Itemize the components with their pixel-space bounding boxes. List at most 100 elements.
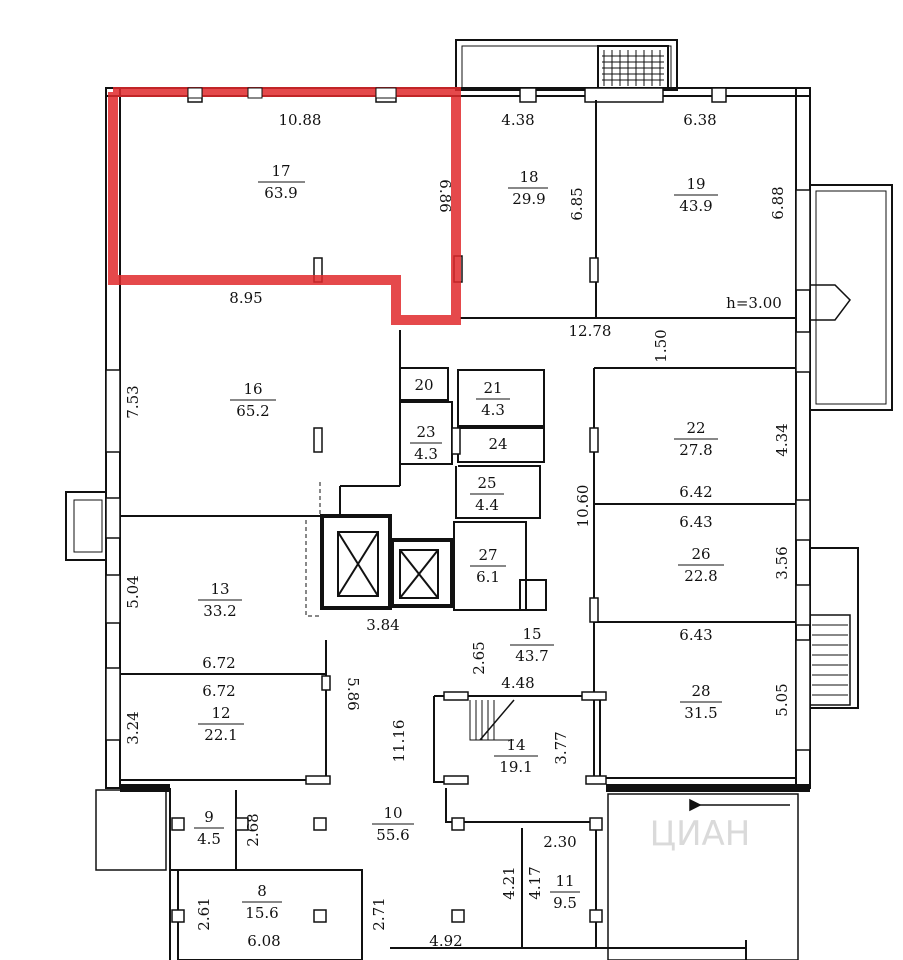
svg-text:29.9: 29.9: [512, 190, 545, 208]
svg-text:21: 21: [483, 379, 502, 397]
room-28-label: 28 31.5: [680, 682, 722, 722]
svg-text:12: 12: [211, 704, 230, 722]
svg-text:19: 19: [686, 175, 705, 193]
room-17-label: 17 63.9: [258, 162, 305, 202]
svg-text:4.3: 4.3: [481, 401, 505, 419]
svg-text:6.72: 6.72: [202, 682, 235, 700]
svg-text:4.17: 4.17: [526, 866, 544, 899]
north-balcony: [455, 39, 678, 91]
svg-text:27: 27: [478, 546, 497, 564]
dimension-labels-vertical: 6.86 6.85 6.88 1.50 7.53 4.34 10.60 3.56…: [124, 179, 791, 930]
svg-text:31.5: 31.5: [684, 704, 717, 722]
room-9-label: 94.5: [194, 808, 224, 848]
svg-text:12.78: 12.78: [569, 322, 612, 340]
room-21-label: 214.3: [476, 379, 510, 419]
svg-text:9.5: 9.5: [553, 894, 577, 912]
svg-text:6.43: 6.43: [679, 626, 712, 644]
svg-text:22: 22: [686, 419, 705, 437]
svg-text:23: 23: [416, 423, 435, 441]
east-balcony: [809, 184, 893, 411]
highlight-window-marks: [187, 87, 397, 99]
svg-text:20: 20: [414, 376, 433, 394]
svg-text:6.42: 6.42: [679, 483, 712, 501]
svg-text:6.1: 6.1: [476, 568, 500, 586]
room-24-label: 24: [488, 435, 507, 453]
svg-text:5.05: 5.05: [773, 683, 791, 716]
svg-text:15: 15: [522, 625, 541, 643]
southeast-porch: [607, 793, 799, 960]
svg-text:11.16: 11.16: [390, 720, 408, 763]
svg-text:6.85: 6.85: [568, 187, 586, 220]
svg-text:10.60: 10.60: [574, 485, 592, 528]
svg-text:5.86: 5.86: [344, 677, 362, 710]
svg-text:17: 17: [271, 162, 290, 180]
svg-text:4.34: 4.34: [773, 423, 791, 456]
svg-text:63.9: 63.9: [264, 184, 297, 202]
west-niche: [65, 491, 107, 561]
room-12-label: 12 22.1: [198, 704, 244, 744]
svg-text:65.2: 65.2: [236, 402, 269, 420]
svg-text:4.38: 4.38: [501, 111, 534, 129]
svg-text:4.5: 4.5: [197, 830, 221, 848]
svg-text:22.1: 22.1: [204, 726, 237, 744]
svg-text:19.1: 19.1: [499, 758, 532, 776]
svg-text:43.9: 43.9: [679, 197, 712, 215]
svg-text:3.24: 3.24: [124, 711, 142, 744]
room-22-label: 22 27.8: [674, 419, 718, 459]
svg-text:28: 28: [691, 682, 710, 700]
watermark: ЦИАН: [650, 814, 751, 854]
svg-text:6.88: 6.88: [769, 186, 787, 219]
dashed-zone: [305, 482, 322, 617]
room-18-label: 18 29.9: [508, 168, 548, 208]
north-stairs: [597, 45, 669, 91]
svg-text:3.56: 3.56: [773, 546, 791, 579]
svg-text:4.48: 4.48: [501, 674, 534, 692]
svg-text:6.08: 6.08: [247, 932, 280, 950]
svg-text:10.88: 10.88: [279, 111, 322, 129]
svg-text:33.2: 33.2: [203, 602, 236, 620]
room-25-label: 254.4: [470, 474, 504, 514]
room-20-label: 20: [414, 376, 433, 394]
room-26-label: 26 22.8: [678, 545, 724, 585]
svg-text:13: 13: [210, 580, 229, 598]
room-8-label: 815.6: [242, 882, 282, 922]
room-23-label: 234.3: [410, 423, 442, 463]
svg-text:25: 25: [477, 474, 496, 492]
svg-text:6.86: 6.86: [436, 179, 454, 212]
svg-text:4.4: 4.4: [475, 496, 499, 514]
room-27-label: 276.1: [470, 546, 506, 586]
stair-room-14: [469, 699, 515, 741]
svg-text:4.21: 4.21: [500, 866, 518, 899]
svg-text:h=3.00: h=3.00: [726, 294, 782, 312]
svg-text:6.43: 6.43: [679, 513, 712, 531]
svg-text:2.71: 2.71: [370, 897, 388, 930]
svg-text:24: 24: [488, 435, 507, 453]
room-16-label: 16 65.2: [230, 380, 276, 420]
southwest-porch: [95, 789, 167, 871]
svg-text:16: 16: [243, 380, 262, 398]
room-11-label: 119.5: [550, 872, 580, 912]
svg-text:2.30: 2.30: [543, 833, 576, 851]
svg-text:1.50: 1.50: [652, 329, 670, 362]
east-stairs: [809, 547, 859, 709]
svg-text:18: 18: [519, 168, 538, 186]
svg-text:4.92: 4.92: [429, 932, 462, 950]
svg-text:22.8: 22.8: [684, 567, 717, 585]
room-13-label: 13 33.2: [198, 580, 242, 620]
svg-text:5.04: 5.04: [124, 575, 142, 608]
dimension-labels-horizontal: 10.88 4.38 6.38 8.95 12.78 6.42 6.43 6.4…: [202, 111, 782, 950]
room-19-label: 19 43.9: [674, 175, 718, 215]
svg-text:10: 10: [383, 804, 402, 822]
svg-text:3.77: 3.77: [552, 731, 570, 764]
svg-text:8.95: 8.95: [229, 289, 262, 307]
svg-text:26: 26: [691, 545, 710, 563]
svg-text:3.84: 3.84: [366, 616, 399, 634]
svg-text:27.8: 27.8: [679, 441, 712, 459]
svg-text:7.53: 7.53: [124, 385, 142, 418]
interior-walls: [120, 100, 796, 960]
highlighted-unit-outline: [108, 87, 461, 325]
